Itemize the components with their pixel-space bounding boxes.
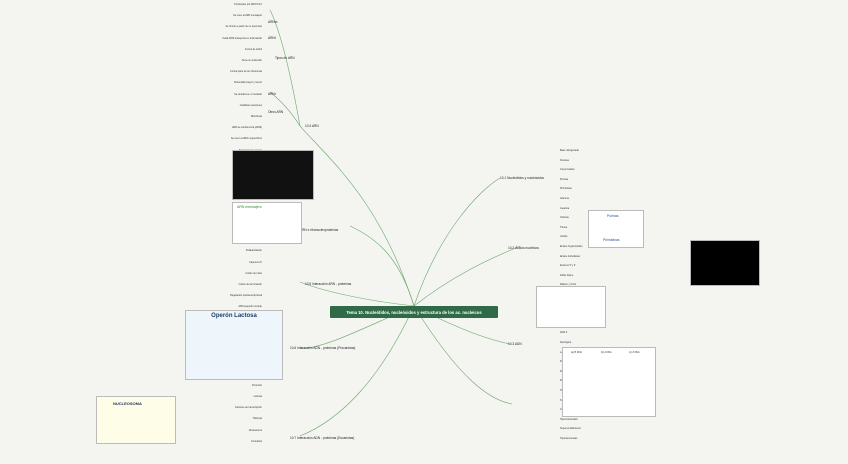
nucleosome-image: NUCLEOSOMA bbox=[96, 396, 176, 444]
right-leaf[interactable]: Grupo fosfato bbox=[560, 168, 575, 172]
dna-label-z: (c) Z DNA bbox=[629, 351, 640, 354]
right-leaf[interactable]: Pentosa bbox=[560, 158, 569, 162]
right-leaf[interactable]: Timina bbox=[560, 225, 568, 229]
trna-image bbox=[232, 150, 314, 200]
left-leaf[interactable]: Histonas bbox=[252, 417, 262, 421]
nucleosome-title: NUCLEOSOMA bbox=[113, 401, 142, 406]
uracil-thymine-image bbox=[690, 240, 760, 286]
left-leaf[interactable]: Lactosa bbox=[253, 395, 262, 398]
branch-arn[interactable]: 10.4 ARN bbox=[305, 124, 319, 128]
nucleotide-structure-image bbox=[536, 286, 606, 328]
right-leaf[interactable]: Base nitrogenada bbox=[560, 149, 579, 152]
left-leaf[interactable]: Subunidad mayor y menor bbox=[233, 81, 262, 85]
right-leaf[interactable]: Dextrógira bbox=[560, 341, 572, 344]
left-leaf[interactable]: Codón de terminación bbox=[238, 283, 262, 286]
left-leaf[interactable]: Se unen al ARN mensajero bbox=[233, 14, 262, 18]
bases-image: Purinas Pirimidinas bbox=[588, 210, 644, 248]
right-leaf[interactable]: Guanina bbox=[560, 206, 570, 210]
pirimidinas-label: Pirimidinas bbox=[603, 238, 620, 242]
branch-adn[interactable]: 10.3 ADN bbox=[508, 342, 522, 346]
left-leaf[interactable]: Codón de inicio bbox=[245, 271, 262, 275]
left-leaf[interactable]: Se unen a ARNm específicos bbox=[230, 137, 262, 141]
left-leaf[interactable]: Nucleosoma bbox=[248, 428, 262, 432]
operon-title: Operón Lactosa bbox=[211, 313, 257, 319]
purinas-label: Purinas bbox=[607, 214, 619, 218]
branch-arnt[interactable]: ARNt bbox=[268, 36, 276, 40]
branch-interaccion-arn[interactable]: 10.5 Interacción ARN - proteínas bbox=[305, 282, 352, 286]
branch-interaccion-eucariotas[interactable]: 10.7 Interacción ADN - proteínas (Eucari… bbox=[290, 436, 355, 440]
operon-lac-image: Operón Lactosa bbox=[185, 310, 283, 380]
right-leaf[interactable]: Hipercromicidad bbox=[560, 417, 578, 421]
dna-label-b: (a) B DNA bbox=[571, 351, 582, 354]
right-leaf[interactable]: Enlace N-glucosídico bbox=[560, 245, 583, 248]
left-leaf[interactable]: Ribozimas bbox=[250, 115, 262, 118]
left-leaf[interactable]: ARN pequeño nuclear bbox=[238, 305, 262, 309]
branch-arnm[interactable]: ARNm bbox=[268, 20, 278, 24]
left-leaf[interactable]: Se sintetiza en el nucléolo bbox=[234, 92, 262, 96]
left-leaf[interactable]: Forma parte de los ribosomas bbox=[230, 70, 262, 74]
left-leaf[interactable]: Catalizan reacciones bbox=[239, 103, 262, 107]
right-leaf[interactable]: Superenrollamiento bbox=[560, 427, 581, 431]
left-leaf[interactable]: Forma de trébol bbox=[245, 47, 262, 51]
dna-label-a: (b) A DNA bbox=[601, 351, 612, 354]
left-leaf[interactable]: Producidos por ARN Pol II bbox=[234, 3, 262, 6]
branch-tipos-arn[interactable]: Tipos de ARN bbox=[275, 56, 295, 60]
left-leaf[interactable]: Tiene un anticodón bbox=[241, 59, 262, 62]
right-leaf[interactable]: Topoisomerasas bbox=[560, 437, 578, 440]
left-leaf[interactable]: Cada ARNt transporta un aminoácido bbox=[222, 36, 262, 40]
right-leaf[interactable]: Uracilo bbox=[560, 235, 568, 239]
right-leaf[interactable]: Adenina bbox=[560, 197, 569, 200]
branch-otros-arn[interactable]: Otros ARN bbox=[268, 110, 284, 114]
branch-arnr[interactable]: ARNr bbox=[268, 92, 276, 96]
right-leaf[interactable]: Purinas bbox=[560, 177, 569, 181]
left-leaf[interactable]: Factores de transcripción bbox=[235, 406, 262, 410]
branch-nucleotidos[interactable]: 10.1 Nucleótidos y nucleósidos bbox=[500, 176, 544, 180]
branch-acidos-nucleicos[interactable]: 10.2 Ácidos nucleicos bbox=[508, 246, 539, 250]
left-leaf[interactable]: Regulación postranscripcional bbox=[230, 294, 262, 298]
right-leaf[interactable]: ADN Z bbox=[560, 331, 568, 335]
left-leaf[interactable]: Promotor bbox=[252, 383, 262, 387]
branch-interaccion-procariotas[interactable]: 10.6 Interacción ADN - proteínas (Procar… bbox=[290, 346, 356, 350]
mrna-diagram-title: ARN mensajero bbox=[237, 205, 262, 209]
mrna-diagram: ARN mensajero bbox=[232, 202, 302, 244]
right-leaf[interactable]: Citosina bbox=[560, 216, 569, 220]
left-leaf[interactable]: ARN de interferencia (ARNi) bbox=[231, 126, 262, 130]
left-leaf[interactable]: Caperuza 5' bbox=[249, 260, 262, 264]
right-leaf[interactable]: Pirimidinas bbox=[560, 187, 572, 191]
right-leaf[interactable]: Extremo 5' y 3' bbox=[560, 264, 576, 268]
left-leaf[interactable]: Poliadenilación bbox=[245, 249, 262, 253]
dna-forms-image: (a) B DNA (b) A DNA (c) Z DNA bbox=[562, 347, 656, 417]
right-leaf[interactable]: Watson y Crick bbox=[560, 283, 576, 287]
left-leaf[interactable]: Se forman a partir de un precursor bbox=[225, 25, 262, 29]
right-leaf[interactable]: Doble hélice bbox=[560, 273, 574, 277]
left-leaf[interactable]: Cromatina bbox=[250, 439, 262, 443]
central-topic[interactable]: Tema 10. Nucleótidos, nucleósidos y estr… bbox=[330, 306, 498, 318]
right-leaf[interactable]: Enlace fosfodiéster bbox=[560, 254, 581, 258]
branch-ribonucleoproteinas[interactable]: ARN e ribonucleoproteínas bbox=[300, 228, 339, 232]
